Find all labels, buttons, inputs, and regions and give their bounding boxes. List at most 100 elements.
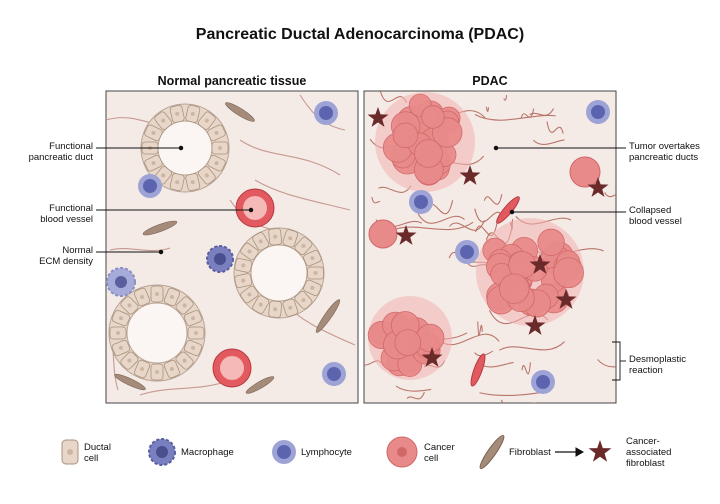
cancer-cell <box>421 105 445 129</box>
ductal-cell-nucleus <box>301 243 306 248</box>
legend-fibroblast-icon <box>479 434 505 470</box>
ecm-fiber <box>521 362 531 375</box>
ductal-cell-nucleus <box>127 358 132 363</box>
cancer-cell <box>394 329 422 357</box>
legend-lymphocyte-label: Lymphocyte <box>301 447 352 458</box>
ductal-cell-nucleus <box>169 294 174 299</box>
cancer-cell <box>499 273 530 304</box>
ductal-cell-nucleus <box>258 302 263 307</box>
cancer-cell <box>392 122 419 149</box>
ductal-cell-nucleus <box>175 111 180 116</box>
ductal-cell-nucleus <box>204 118 209 123</box>
left-callouts <box>96 145 254 255</box>
ecm-fiber <box>395 385 432 392</box>
ecm-fiber <box>394 221 474 231</box>
ecm-fiber <box>406 391 425 400</box>
caf-cell <box>587 177 609 197</box>
caf-cell <box>421 347 443 367</box>
cancer-cell <box>537 228 565 257</box>
ductal-cell-nucleus <box>313 271 318 275</box>
ductal-cell-nucleus <box>140 367 145 372</box>
ecm-fiber <box>499 341 565 351</box>
figure-title: Pancreatic Ductal Adenocarcinoma (PDAC) <box>195 26 525 43</box>
fibroblasts-normal <box>114 102 341 394</box>
ductal-cell-nucleus <box>194 331 198 335</box>
normal-tissue-panel <box>96 90 359 404</box>
ductal-cell-nucleus <box>161 118 166 123</box>
ductal-cell-nucleus <box>118 316 123 321</box>
right-callouts <box>493 145 626 381</box>
ductal-cell-nucleus <box>301 298 306 303</box>
tumor-mass-2 <box>476 218 584 326</box>
cancer-cell <box>414 139 443 168</box>
caf-cell <box>555 289 577 309</box>
caf-cell <box>459 165 481 185</box>
caf-cell <box>367 107 389 127</box>
ductal-cell-nucleus <box>118 345 123 350</box>
ductal-cell-nucleus <box>169 367 174 372</box>
ductal-cell-nucleus <box>273 234 278 239</box>
macrophages-normal <box>106 245 234 297</box>
legend-arrow-icon <box>555 447 585 457</box>
ductal-cell-nucleus <box>140 294 145 299</box>
ductal-cell-nucleus <box>151 161 156 166</box>
ductal-cell-nucleus <box>204 173 209 178</box>
ductal-cell-nucleus <box>258 239 263 244</box>
legend-macrophage-label: Macrophage <box>181 447 234 458</box>
cancer-cell <box>553 257 584 289</box>
ductal-cell-nucleus <box>155 292 159 296</box>
ductal-cell-nucleus <box>155 370 159 374</box>
collapsed-blood-vessel-2 <box>470 353 486 387</box>
ductal-cell-nucleus <box>182 303 187 308</box>
ecm-fiber <box>604 192 616 198</box>
ecm-fiber <box>474 114 556 121</box>
ductal-cell-nucleus <box>190 180 195 185</box>
functional-blood-vessel-1 <box>235 188 275 228</box>
legend-caf-icon <box>588 440 612 462</box>
ductal-cell-nucleus <box>288 236 293 241</box>
caf-cell <box>395 225 417 245</box>
left-panel-title: Normal pancreatic tissue <box>157 74 307 88</box>
functional-blood-vessel-2 <box>212 348 252 388</box>
legend-ductal-cell-icon <box>61 439 79 465</box>
ecm-fiber <box>477 321 483 336</box>
pdac-tissue-panel <box>363 90 626 404</box>
ductal-cell-nucleus <box>191 316 196 321</box>
lymphocytes-normal <box>138 101 346 386</box>
ductal-cell-nucleus <box>161 173 166 178</box>
ecm-fiber <box>483 193 503 205</box>
caf-cell <box>529 254 551 274</box>
ecm-fiber <box>485 106 490 112</box>
legend-cancer-cell-icon <box>386 436 418 468</box>
ductal-cell-nucleus <box>310 256 315 261</box>
legend-lymphocyte-icon <box>272 440 296 464</box>
ductal-cell-nucleus <box>288 305 293 310</box>
ductal-cell-nucleus <box>247 249 252 254</box>
cancer-associated-fibroblasts <box>367 107 609 367</box>
ecm-fiber <box>503 95 508 101</box>
ecm-fiber <box>371 196 381 204</box>
tumor-mass-3 <box>367 296 452 380</box>
caf-cell <box>588 440 612 462</box>
legend-fibroblast-label: Fibroblast <box>509 447 551 458</box>
ductal-cell-nucleus <box>273 307 278 312</box>
ductal-cell-nucleus <box>241 278 246 283</box>
ecm-fiber <box>529 108 554 116</box>
ductal-cell-nucleus <box>214 161 219 166</box>
ductal-cell-nucleus <box>175 180 180 185</box>
ductal-cell-nucleus <box>214 130 219 135</box>
right-panel-title: PDAC <box>472 74 508 88</box>
ductal-cell-nucleus <box>191 345 196 350</box>
ecm-fiber <box>520 108 535 119</box>
ductal-cell-nucleus <box>310 285 315 290</box>
ecm-fiber <box>449 220 485 231</box>
ductal-cell-nucleus <box>247 292 252 297</box>
ductal-cell-nucleus <box>151 130 156 135</box>
